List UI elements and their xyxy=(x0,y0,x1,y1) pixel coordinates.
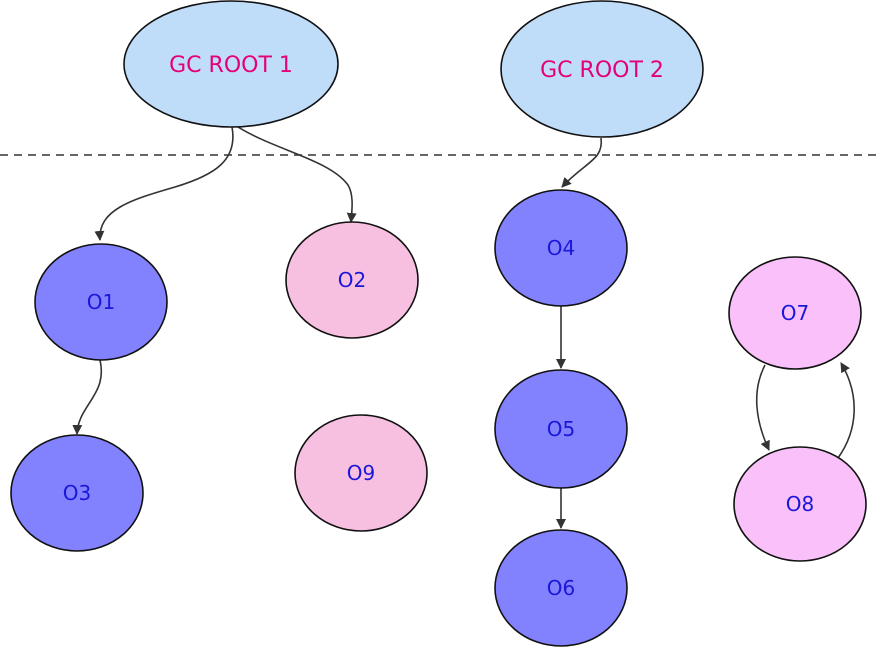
object-o7-label: O7 xyxy=(781,301,809,325)
object-o1-ellipse xyxy=(34,243,168,361)
edge-o1-to-o3 xyxy=(72,359,103,435)
object-o9-ellipse xyxy=(294,414,428,532)
gc-root-1-label: GC ROOT 1 xyxy=(169,53,293,78)
object-o9-label: O9 xyxy=(347,461,375,485)
object-o9: O9 xyxy=(294,414,428,532)
object-o4: O4 xyxy=(494,189,628,307)
object-o5: O5 xyxy=(494,369,628,489)
object-o7-ellipse xyxy=(728,256,862,370)
edge-root1-to-o1 xyxy=(94,126,234,241)
object-o3-label: O3 xyxy=(63,481,91,505)
object-o5-ellipse xyxy=(494,369,628,489)
object-o5-label: O5 xyxy=(547,417,575,441)
edge-o7-to-o8 xyxy=(755,364,770,451)
object-o6-ellipse xyxy=(494,529,628,647)
object-o6-label: O6 xyxy=(547,576,575,600)
gc-root-1-ellipse xyxy=(123,0,339,128)
object-o3-ellipse xyxy=(10,434,144,552)
object-o1: O1 xyxy=(34,243,168,361)
object-o1-label: O1 xyxy=(87,290,115,314)
object-o7: O7 xyxy=(728,256,862,370)
edge-o8-to-o7 xyxy=(837,362,855,459)
reference-edges xyxy=(72,126,855,529)
object-o8-ellipse xyxy=(733,446,867,562)
object-o4-label: O4 xyxy=(547,236,575,260)
object-o2-ellipse xyxy=(285,221,419,339)
edge-root2-to-o4 xyxy=(561,137,603,188)
object-o8: O8 xyxy=(733,446,867,562)
gc-root-2-ellipse xyxy=(500,0,704,138)
object-o2-label: O2 xyxy=(338,268,366,292)
edge-root1-to-o2 xyxy=(237,126,357,223)
object-o6: O6 xyxy=(494,529,628,647)
object-o4-ellipse xyxy=(494,189,628,307)
gc-root-2: GC ROOT 2 xyxy=(500,0,704,138)
object-o3: O3 xyxy=(10,434,144,552)
gc-root-1: GC ROOT 1 xyxy=(123,0,339,128)
object-o2: O2 xyxy=(285,221,419,339)
gc-root-2-label: GC ROOT 2 xyxy=(540,58,664,83)
object-o8-label: O8 xyxy=(786,492,814,516)
